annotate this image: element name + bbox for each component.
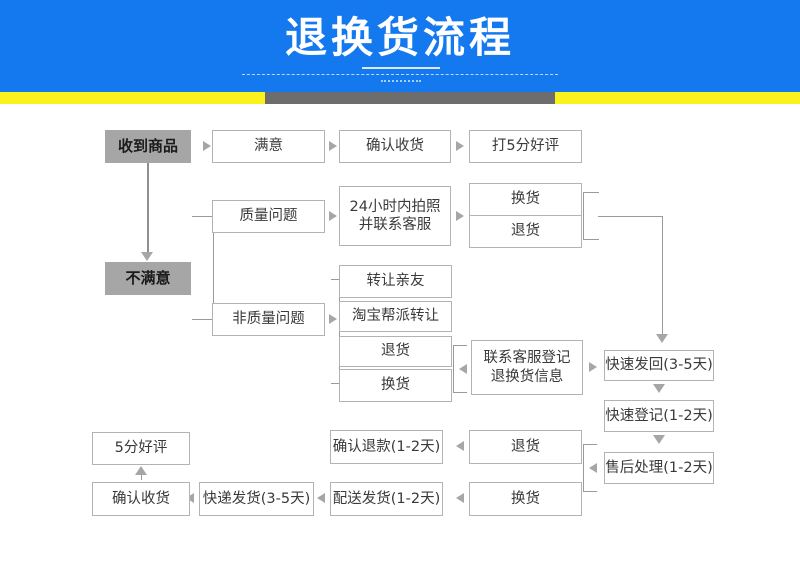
strip-segment-yellow-left — [0, 92, 265, 104]
node-return-final[interactable]: 退货 — [469, 430, 582, 464]
arrow-down-to-fast-sendback — [656, 334, 668, 343]
node-exchange-quality[interactable]: 换货 — [469, 183, 582, 216]
flowchart-canvas: 收到商品 满意 确认收货 打5分好评 不满意 质量问题 24小时内拍照 并联系客… — [0, 104, 800, 562]
arrow-service-to-nonquality-options — [459, 364, 467, 374]
line-received-to-notsatisfied — [147, 163, 149, 253]
arrow-nonquality-to-options — [329, 314, 337, 324]
node-confirm-receipt-top[interactable]: 确认收货 — [339, 130, 451, 163]
strip-segment-gray — [265, 92, 555, 104]
node-five-star-rating-bottom[interactable]: 5分好评 — [92, 432, 190, 465]
node-received[interactable]: 收到商品 — [105, 130, 191, 163]
arrow-photo-to-options — [456, 211, 464, 221]
title-underline-solid — [362, 67, 440, 69]
arrow-down-to-notsatisfied — [141, 252, 153, 261]
node-return-nonquality[interactable]: 退货 — [339, 336, 452, 367]
node-express-ship[interactable]: 快递发货(3-5天) — [199, 482, 314, 516]
arrow-confirm-to-rating — [456, 141, 464, 151]
line-quality-merge-down — [662, 216, 663, 335]
node-after-sales[interactable]: 售后处理(1-2天) — [604, 452, 714, 484]
node-taobao-group-transfer[interactable]: 淘宝帮派转让 — [339, 301, 452, 332]
strip-segment-yellow-right — [555, 92, 800, 104]
arrow-delivery-to-express — [317, 493, 325, 503]
page-header: 退换货流程 — [0, 0, 800, 92]
arrow-register-to-aftersales — [653, 435, 665, 444]
node-quality-issue[interactable]: 质量问题 — [212, 200, 325, 233]
bracket-final-return-exchange — [583, 444, 597, 492]
bracket-nonquality-return-exchange — [453, 345, 467, 393]
node-contact-service-register[interactable]: 联系客服登记 退换货信息 — [471, 340, 583, 395]
arrow-return-to-confirm-refund — [456, 441, 464, 451]
node-not-satisfied[interactable]: 不满意 — [105, 262, 191, 295]
bracket-notsatisfied-split — [192, 216, 214, 320]
title-underline-dotted — [381, 80, 421, 82]
node-exchange-nonquality[interactable]: 换货 — [339, 369, 452, 402]
node-non-quality-issue[interactable]: 非质量问题 — [212, 303, 325, 336]
page-title: 退换货流程 — [284, 13, 515, 62]
node-photo-contact-service[interactable]: 24小时内拍照 并联系客服 — [339, 186, 451, 246]
arrow-quality-to-photo — [329, 211, 337, 221]
node-satisfied[interactable]: 满意 — [212, 130, 325, 163]
arrow-express-to-confirm-receipt — [186, 493, 194, 503]
arrow-service-to-fast-sendback — [589, 362, 597, 372]
node-transfer-friend[interactable]: 转让亲友 — [339, 265, 452, 298]
line-quality-merge-right — [598, 216, 662, 217]
node-confirm-refund[interactable]: 确认退款(1-2天) — [330, 430, 443, 464]
node-exchange-final[interactable]: 换货 — [469, 482, 582, 516]
node-five-star-rating-top[interactable]: 打5分好评 — [469, 130, 582, 163]
arrow-sendback-to-register — [653, 384, 665, 393]
title-underline-dashed — [242, 74, 558, 75]
node-delivery-ship[interactable]: 配送发货(1-2天) — [330, 482, 443, 516]
node-return-quality[interactable]: 退货 — [469, 215, 582, 248]
arrow-aftersales-to-final-options — [589, 463, 597, 473]
node-fast-register[interactable]: 快速登记(1-2天) — [604, 400, 714, 432]
arrow-received-to-satisfied — [203, 141, 211, 151]
header-accent-strip — [0, 92, 800, 104]
node-confirm-receipt-bottom[interactable]: 确认收货 — [92, 482, 190, 516]
arrow-up-to-five-star-bottom — [135, 466, 147, 475]
arrow-satisfied-to-confirm — [329, 141, 337, 151]
arrow-exchange-to-delivery — [456, 493, 464, 503]
node-fast-send-back[interactable]: 快速发回(3-5天) — [604, 350, 714, 381]
bracket-quality-options-merge — [583, 192, 599, 240]
